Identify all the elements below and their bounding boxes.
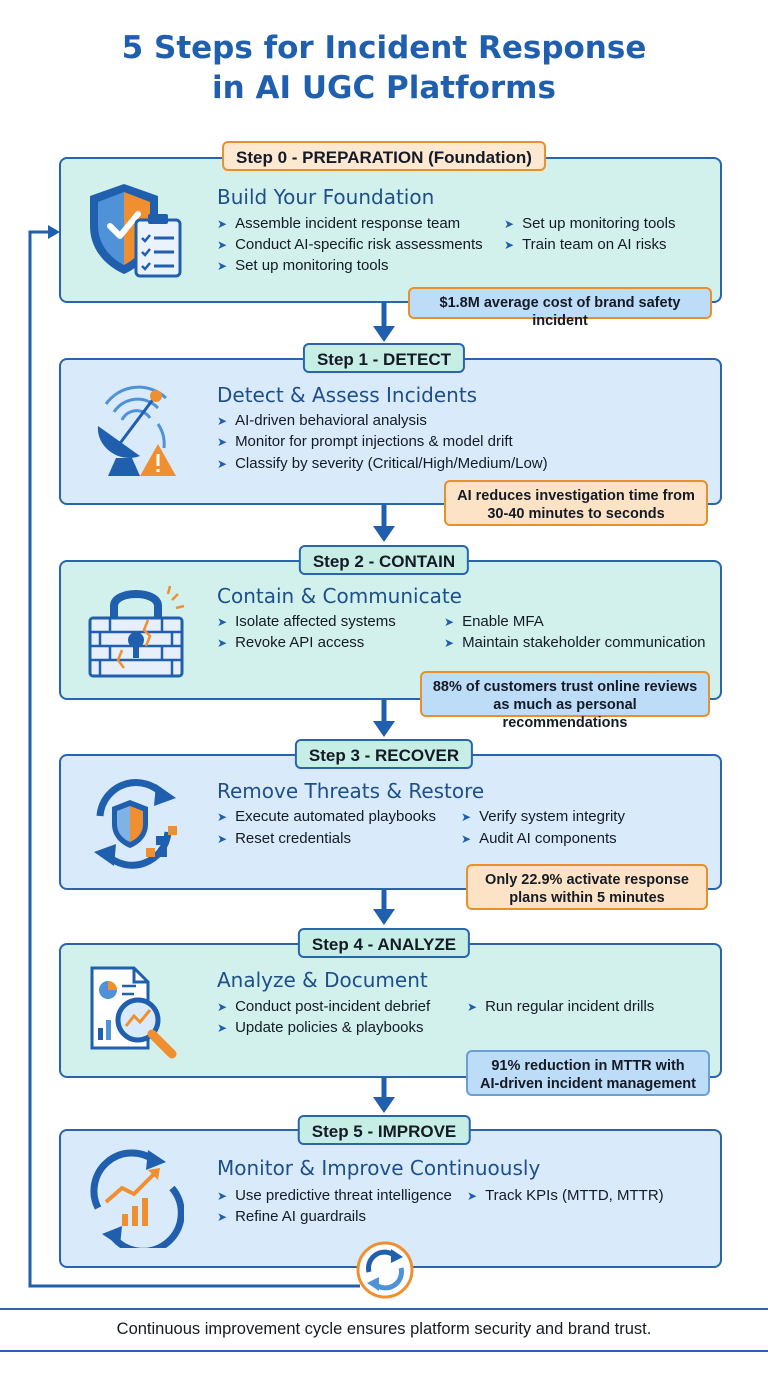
arrow-bullet-icon: ➤ <box>444 636 455 650</box>
step-5-item: ➤Track KPIs (MTTD, MTTR) <box>467 1187 664 1204</box>
step-2-stat-line-2: as much as personal recommendations <box>493 697 637 731</box>
step-3-label: Step 3 - RECOVER <box>294 739 474 769</box>
step-0-item: ➤Set up monitoring tools <box>217 257 389 274</box>
arrow-bullet-icon: ➤ <box>217 615 228 629</box>
step-2-stat: 88% of customers trust online reviews as… <box>420 671 710 731</box>
footer-caption: Continuous improvement cycle ensures pla… <box>116 1320 652 1338</box>
step-5-label: Step 5 - IMPROVE <box>297 1115 471 1145</box>
step-0-item: ➤Set up monitoring tools <box>504 215 676 232</box>
arrow-bullet-icon: ➤ <box>504 238 515 252</box>
arrow-bullet-icon: ➤ <box>444 615 455 629</box>
shield-refresh-icon <box>94 779 177 869</box>
footer-divider-top <box>0 1308 768 1310</box>
arrow-bullet-icon: ➤ <box>217 457 228 471</box>
step-1-label: Step 1 - DETECT <box>302 343 466 373</box>
step-0-label: Step 0 - PREPARATION (Foundation) <box>222 141 546 171</box>
step-0-item: ➤Train team on AI risks <box>504 236 667 253</box>
step-2-item: ➤Maintain stakeholder communication <box>444 634 706 651</box>
arrow-bullet-icon: ➤ <box>217 636 228 650</box>
arrow-bullet-icon: ➤ <box>217 217 228 231</box>
shield-clipboard-icon <box>90 184 182 278</box>
step-2-item: ➤Isolate affected systems <box>217 613 396 630</box>
step-5-item: ➤Refine AI guardrails <box>217 1208 366 1225</box>
step-3-item: ➤Execute automated playbooks <box>217 808 437 825</box>
step-4-heading: Analyze & Document <box>217 968 428 992</box>
step-4-item: ➤Conduct post-incident debrief <box>217 998 431 1015</box>
step-4-stat-line-2: AI-driven incident management <box>480 1076 696 1092</box>
arrow-bullet-icon: ➤ <box>217 238 228 252</box>
step-0-item: ➤Conduct AI-specific risk assessments <box>217 236 483 253</box>
arrow-bullet-icon: ➤ <box>217 832 228 846</box>
arrow-bullet-icon: ➤ <box>217 435 228 449</box>
step-3-stat: Only 22.9% activate response plans withi… <box>466 864 708 910</box>
step-0-item: ➤Assemble incident response team <box>217 215 461 232</box>
arrow-bullet-icon: ➤ <box>461 832 472 846</box>
step-3-stat-line-1: Only 22.9% activate response <box>485 872 689 888</box>
padlock-wall-icon <box>88 585 185 678</box>
arrow-bullet-icon: ➤ <box>217 1021 228 1035</box>
arrow-bullet-icon: ➤ <box>217 259 228 273</box>
cycle-badge-icon <box>356 1241 414 1299</box>
step-4-label: Step 4 - ANALYZE <box>297 928 471 958</box>
step-4-stat-line-1: 91% reduction in MTTR with <box>491 1058 685 1074</box>
arrow-bullet-icon: ➤ <box>467 1000 478 1014</box>
step-1-stat-line-1: AI reduces investigation time from <box>457 488 695 504</box>
title-line-1: 5 Steps for Incident Response <box>121 30 647 66</box>
step-5-item: ➤Use predictive threat intelligence <box>217 1187 452 1204</box>
step-4-item: ➤Update policies & playbooks <box>217 1019 424 1036</box>
report-magnifier-icon <box>90 966 177 1059</box>
step-4-stat: 91% reduction in MTTR with AI-driven inc… <box>466 1050 710 1096</box>
step-1-item: ➤AI-driven behavioral analysis <box>217 412 427 429</box>
arrow-bullet-icon: ➤ <box>217 1189 228 1203</box>
step-3-heading: Remove Threats & Restore <box>217 779 485 803</box>
step-3-item: ➤Audit AI components <box>461 830 617 847</box>
title-line-2: in AI UGC Platforms <box>212 70 556 106</box>
step-0-heading: Build Your Foundation <box>217 185 435 209</box>
arrow-bullet-icon: ➤ <box>504 217 515 231</box>
page-title: 5 Steps for Incident Response in AI UGC … <box>0 28 768 108</box>
satellite-warning-icon <box>97 385 176 476</box>
arrow-bullet-icon: ➤ <box>467 1189 478 1203</box>
step-0-stat: $1.8M average cost of brand safety incid… <box>408 287 712 329</box>
step-2-item: ➤Revoke API access <box>217 634 365 651</box>
step-2-stat-line-1: 88% of customers trust online reviews <box>432 679 698 695</box>
step-1-item: ➤Monitor for prompt injections & model d… <box>217 433 513 450</box>
step-1-heading: Detect & Assess Incidents <box>217 383 478 407</box>
step-1-stat: AI reduces investigation time from 30-40… <box>444 480 708 526</box>
growth-cycle-icon <box>90 1149 184 1248</box>
step-3-item: ➤Reset credentials <box>217 830 351 847</box>
step-4-item: ➤Run regular incident drills <box>467 998 655 1015</box>
arrow-bullet-icon: ➤ <box>217 810 228 824</box>
footer-divider-bottom <box>0 1350 768 1352</box>
arrow-bullet-icon: ➤ <box>217 1000 228 1014</box>
step-2-label: Step 2 - CONTAIN <box>298 545 470 575</box>
step-3-stat-line-2: plans within 5 minutes <box>509 890 665 906</box>
step-5-heading: Monitor & Improve Continuously <box>217 1156 541 1180</box>
step-2-item: ➤Enable MFA <box>444 613 544 630</box>
step-2-heading: Contain & Communicate <box>217 584 462 608</box>
step-1-stat-line-2: 30-40 minutes to seconds <box>487 506 665 522</box>
step-1-item: ➤Classify by severity (Critical/High/Med… <box>217 455 548 472</box>
step-0-card <box>59 157 722 303</box>
arrow-bullet-icon: ➤ <box>217 414 228 428</box>
arrow-bullet-icon: ➤ <box>217 1210 228 1224</box>
arrow-bullet-icon: ➤ <box>461 810 472 824</box>
step-3-item: ➤Verify system integrity <box>461 808 625 825</box>
